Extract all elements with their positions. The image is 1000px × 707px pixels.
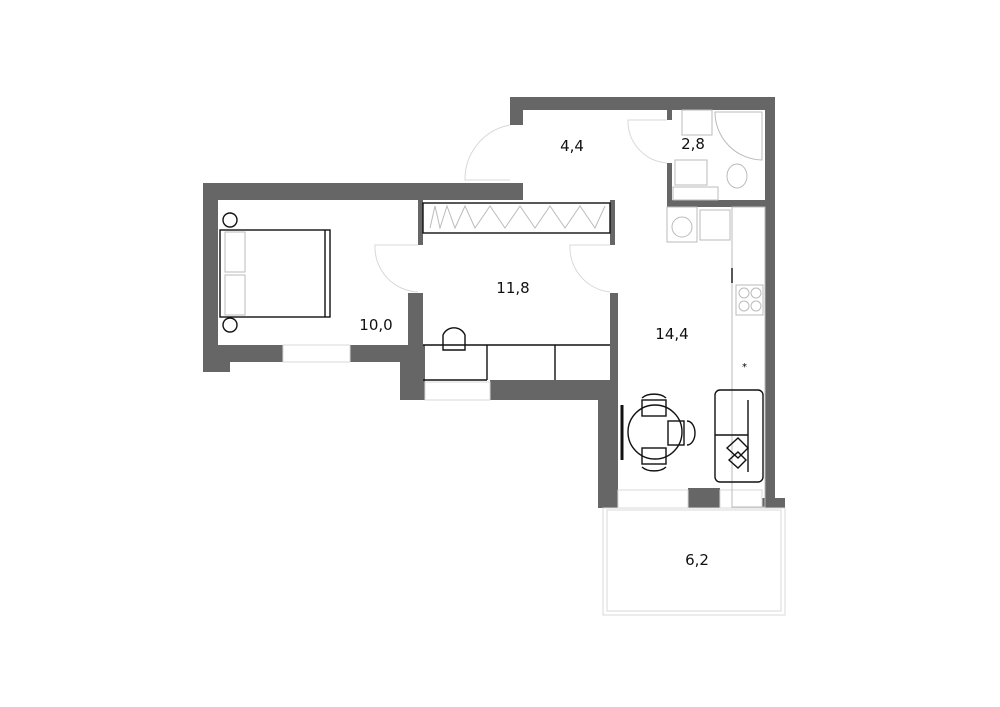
windows-doors [282,119,763,509]
room-area-kitchen-living: 14,4 [655,325,689,343]
svg-text:*: * [742,362,747,373]
desk [423,327,610,381]
room-area-hall: 4,4 [560,137,584,155]
bathroom-fixtures [672,109,763,201]
wardrobe [422,202,611,234]
dining-set [620,393,696,472]
balcony [602,507,786,616]
room-area-room: 11,8 [496,279,530,297]
kitchen-units: * [666,206,766,508]
room-area-bathroom: 2,8 [681,135,705,153]
sofa [714,389,764,483]
bed [219,212,331,333]
room-area-bedroom: 10,0 [359,316,393,334]
walls [203,97,785,508]
room-area-balcony: 6,2 [685,551,709,569]
